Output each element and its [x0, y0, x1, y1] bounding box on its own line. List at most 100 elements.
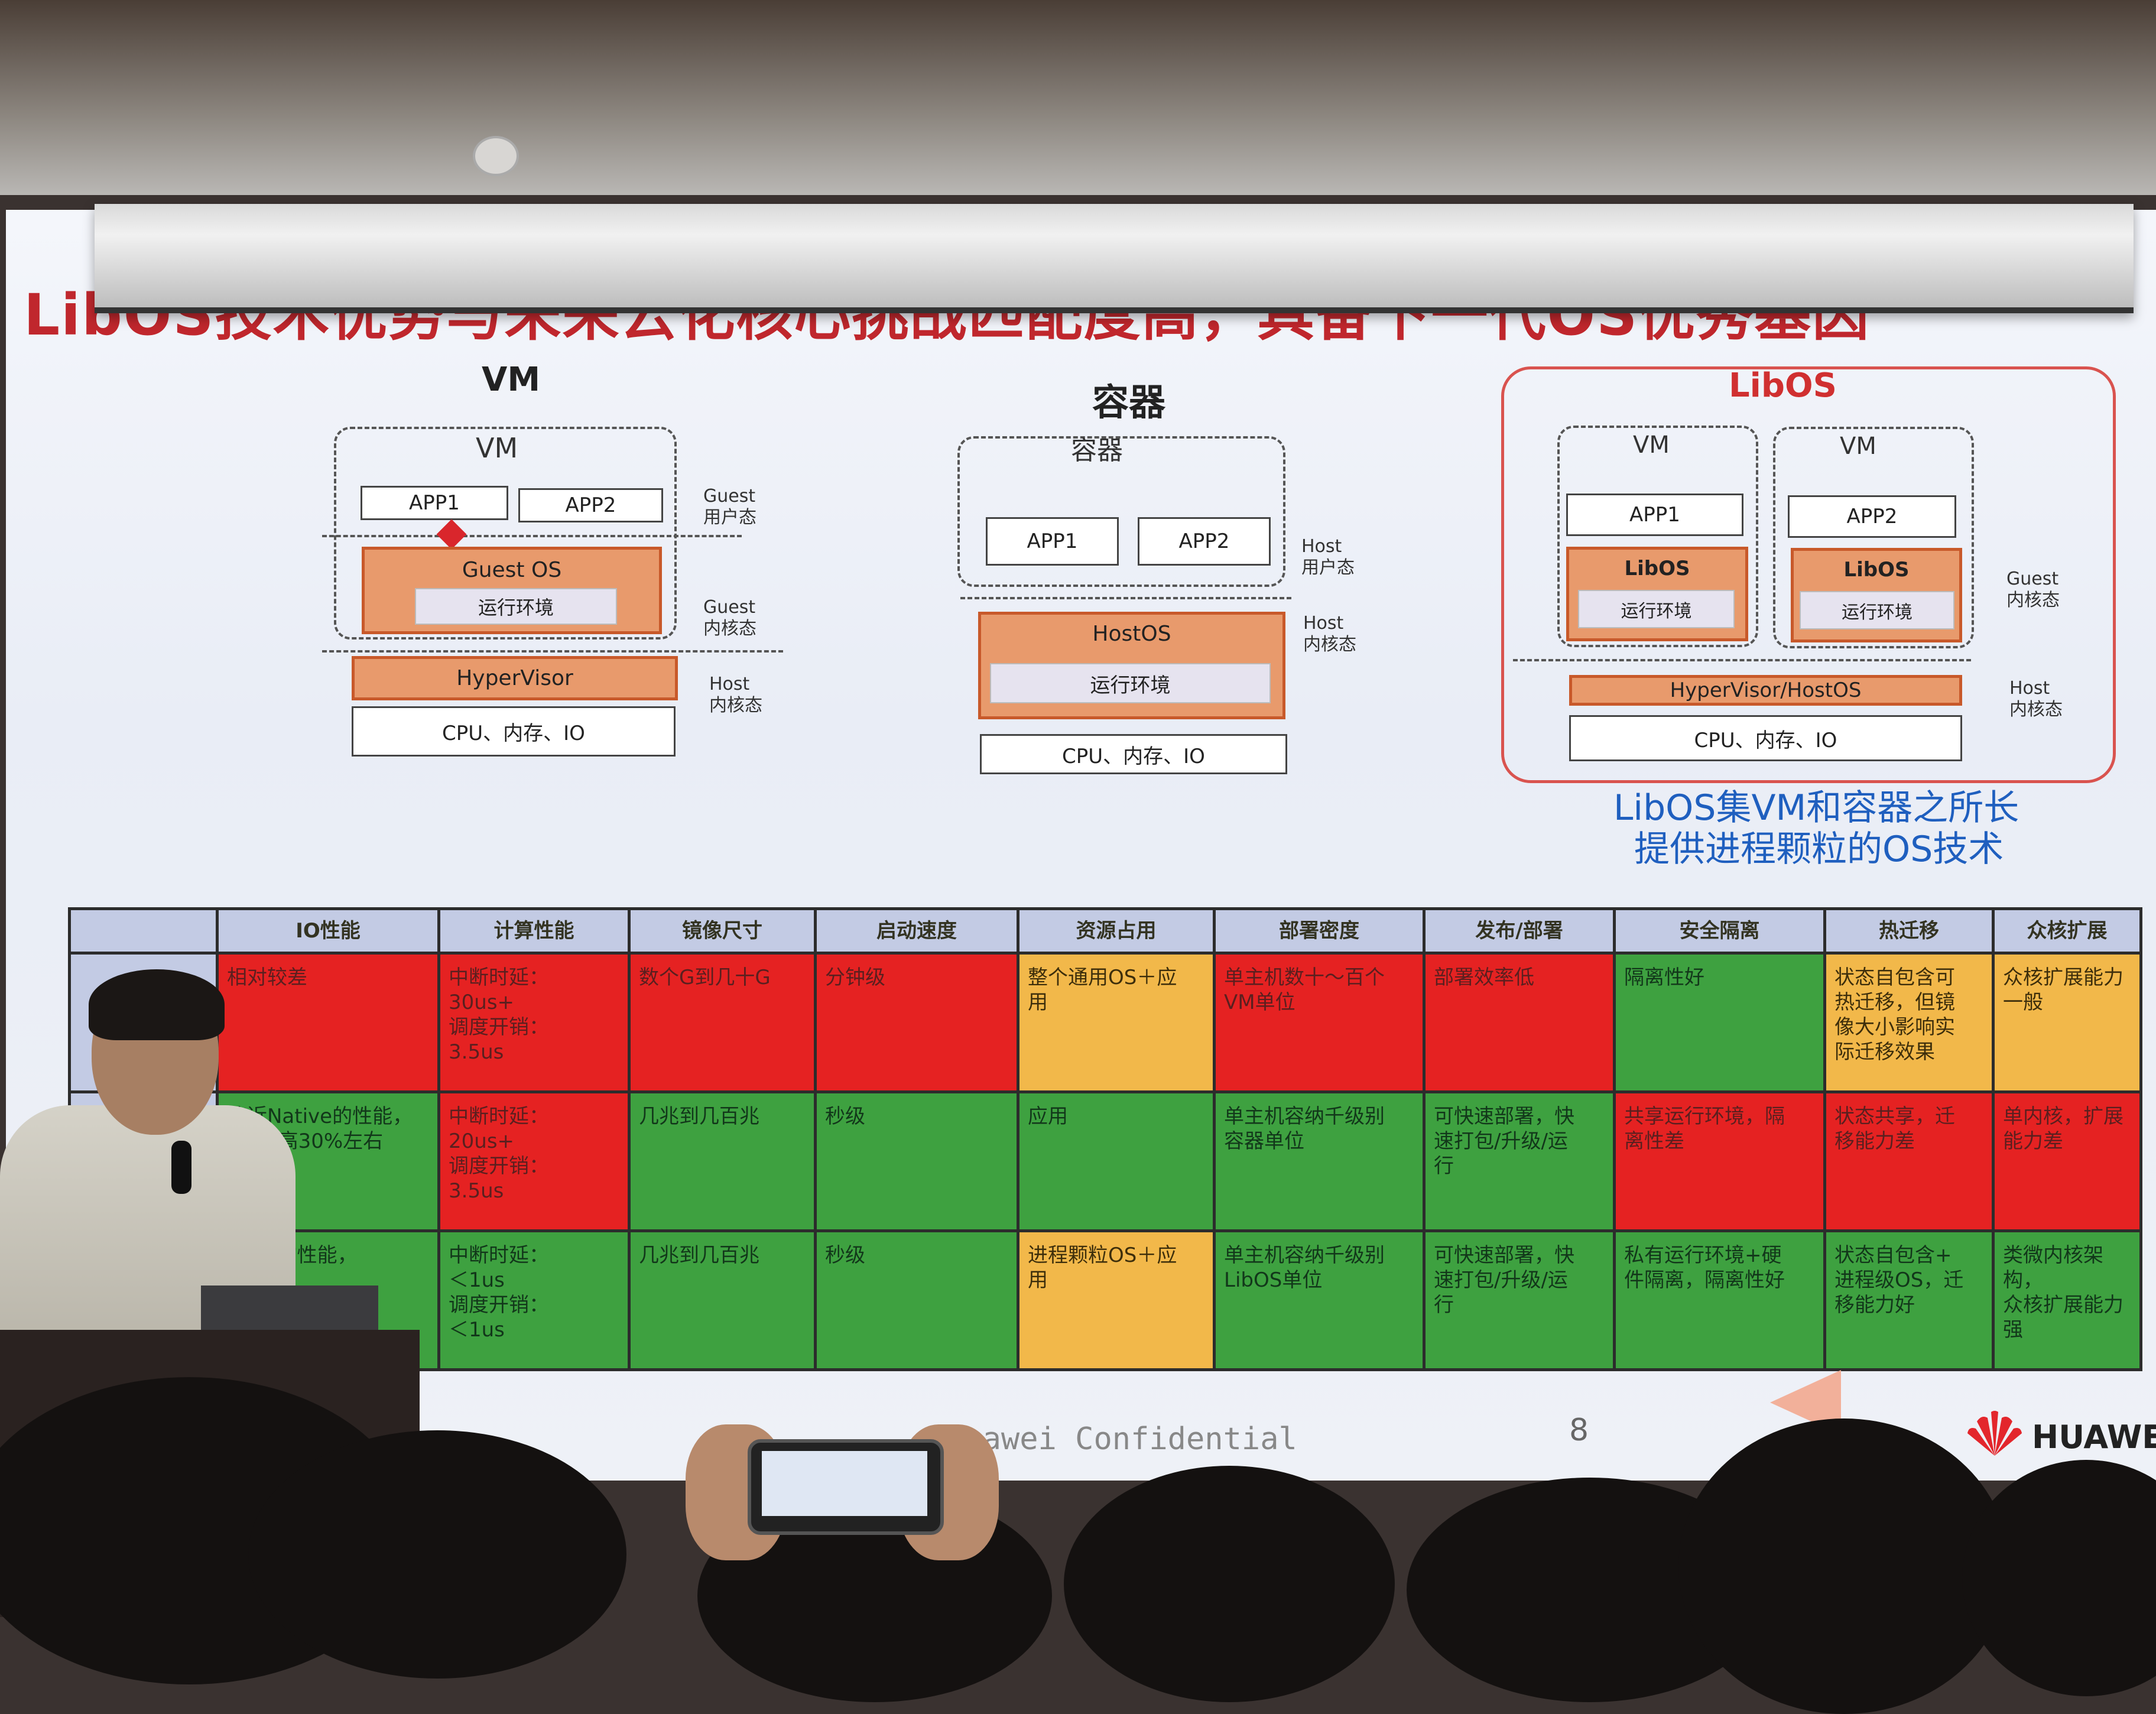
brand-name: HUAWEI — [2032, 1418, 2156, 1456]
table-cell: 秒级 — [814, 1229, 1019, 1371]
table-column-header: IO性能 — [216, 907, 440, 955]
ceiling-wall — [0, 0, 2156, 195]
table-column-header: 热迁移 — [1823, 907, 1995, 955]
libos-os2-label: LibOS — [1843, 558, 1910, 582]
vm-label-guest-user: Guest 用户态 — [703, 486, 756, 528]
table-cell: 共享运行环境，隔 离性差 — [1613, 1090, 1826, 1232]
vm-heading: VM — [482, 361, 541, 399]
table-cell: 单主机容纳千级别 LibOS单位 — [1213, 1229, 1426, 1371]
container-label-host-user: Host 用户态 — [1301, 536, 1355, 578]
table-cell: 状态共享，迁 移能力差 — [1823, 1090, 1995, 1232]
table-cell: 可快速部署，快 速打包/升级/运 行 — [1423, 1229, 1616, 1371]
libos-guest-host-divider — [1513, 659, 1971, 661]
table-cell: 进程颗粒OS＋应 用 — [1017, 1229, 1216, 1371]
table-cell: 状态自包含+ 进程级OS，迁 移能力好 — [1823, 1229, 1995, 1371]
libos-label-guest-kernel: Guest 内核态 — [2006, 569, 2060, 611]
microphone-icon — [171, 1141, 191, 1194]
vm-hypervisor: HyperVisor — [352, 656, 678, 700]
ceiling-sprinkler — [473, 136, 519, 176]
table-cell: 整个通用OS＋应 用 — [1017, 952, 1216, 1093]
container-user-kernel-divider — [960, 597, 1291, 599]
table-cell: 中断时延： 30us+ 调度开销： 3.5us — [437, 952, 631, 1093]
vm-guest-host-divider — [322, 650, 783, 653]
table-cell: 可快速部署，快 速打包/升级/运 行 — [1423, 1090, 1616, 1232]
table-column-header: 启动速度 — [814, 907, 1019, 955]
container-hardware: CPU、内存、IO — [980, 734, 1287, 774]
libos-tagline-2: 提供进程颗粒的OS技术 — [1634, 829, 2004, 870]
audience-head-edge — [1962, 1460, 2156, 1696]
vm-hardware: CPU、内存、IO — [352, 706, 676, 757]
table-column-header: 镜像尺寸 — [628, 907, 817, 955]
vm-runtime: 运行环境 — [415, 588, 617, 625]
libos-runtime2: 运行环境 — [1800, 591, 1954, 629]
libos-hypervisor: HyperVisor/HostOS — [1569, 675, 1962, 706]
libos-vm2-title: VM — [1840, 433, 1876, 460]
vm-guest-os-label: Guest OS — [462, 558, 562, 582]
table-cell: 分钟级 — [814, 952, 1019, 1093]
container-app1: APP1 — [986, 517, 1119, 566]
slide-page-number: 8 — [1569, 1413, 1589, 1448]
slide-footer: Huawei Confidential — [946, 1421, 1297, 1457]
vm-user-kernel-divider — [322, 535, 742, 537]
table-cell: 类微内核架构， 众核扩展能力 强 — [1992, 1229, 2142, 1371]
table-cell: 单主机容纳千级别 容器单位 — [1213, 1090, 1426, 1232]
vm-app1: APP1 — [361, 486, 508, 520]
audience-phone — [748, 1439, 944, 1535]
table-cell: 单主机数十～百个 VM单位 — [1213, 952, 1426, 1093]
table-cell: 私有运行环境+硬 件隔离，隔离性好 — [1613, 1229, 1826, 1371]
table-cell: 状态自包含可 热迁移，但镜 像大小影响实 际迁移效果 — [1823, 952, 1995, 1093]
screen-roller-bar — [95, 204, 2134, 313]
libos-hardware: CPU、内存、IO — [1569, 715, 1962, 761]
table-cell: 几兆到几百兆 — [628, 1090, 817, 1232]
table-column-header: 资源占用 — [1017, 907, 1216, 955]
laptop — [201, 1286, 378, 1333]
table-column-header: 众核扩展 — [1992, 907, 2142, 955]
table-cell: 相对较差 — [216, 952, 440, 1093]
container-heading: 容器 — [1092, 381, 1166, 424]
table-cell: 单内核，扩展 能力差 — [1992, 1090, 2142, 1232]
libos-vm1-frame — [1557, 426, 1758, 647]
table-column-header: 安全隔离 — [1613, 907, 1826, 955]
container-runtime: 运行环境 — [990, 663, 1271, 703]
table-cell: 几兆到几百兆 — [628, 1229, 817, 1371]
vm-label-guest-kernel: Guest 内核态 — [703, 597, 756, 639]
presenter-hair — [89, 969, 225, 1040]
table-column-header: 发布/部署 — [1423, 907, 1616, 955]
audience-head-2 — [248, 1430, 626, 1679]
table-cell: 应用 — [1017, 1090, 1216, 1232]
container-label-host-kernel: Host 内核态 — [1303, 613, 1356, 655]
libos-runtime1: 运行环境 — [1578, 590, 1735, 628]
table-cell: 中断时延： 20us+ 调度开销： 3.5us — [437, 1090, 631, 1232]
table-cell: 中断时延： ＜1us 调度开销： ＜1us — [437, 1229, 631, 1371]
table-corner-header — [68, 907, 219, 955]
table-cell: 部署效率低 — [1423, 952, 1616, 1093]
libos-app2: APP2 — [1788, 495, 1956, 538]
audience-head-4 — [1064, 1466, 1395, 1702]
vm-app2: APP2 — [518, 488, 663, 522]
container-host-os-label: HostOS — [1092, 622, 1171, 646]
libos-os1-label: LibOS — [1624, 557, 1690, 580]
libos-app1: APP1 — [1566, 494, 1743, 536]
table-cell: 隔离性好 — [1613, 952, 1826, 1093]
libos-label-host-kernel: Host 内核态 — [2009, 678, 2063, 720]
table-column-header: 计算性能 — [437, 907, 631, 955]
audience-phone-screen — [762, 1451, 927, 1516]
table-cell: 众核扩展能力 一般 — [1992, 952, 2142, 1093]
table-row: 接近Native的性能， 较VM高30%左右中断时延： 20us+ 调度开销： … — [68, 1090, 2142, 1232]
container-inner-title: 容器 — [1071, 436, 1123, 466]
container-frame — [957, 436, 1285, 587]
audience-head-right — [1678, 1418, 2009, 1714]
table-header-row: IO性能计算性能镜像尺寸启动速度资源占用部署密度发布/部署安全隔离热迁移众核扩展 — [68, 907, 2142, 955]
libos-vm1-title: VM — [1633, 431, 1670, 459]
table-cell: 数个G到几十G — [628, 952, 817, 1093]
vm-guest-frame — [334, 427, 677, 639]
vm-label-host-kernel: Host 内核态 — [709, 674, 762, 716]
table-cell: 秒级 — [814, 1090, 1019, 1232]
libos-frame — [1501, 366, 2116, 783]
vm-inner-title: VM — [476, 432, 518, 464]
container-app2: APP2 — [1138, 517, 1271, 566]
libos-vm2-frame — [1773, 427, 1974, 648]
libos-heading: LibOS — [1729, 366, 1837, 405]
comparison-table: IO性能计算性能镜像尺寸启动速度资源占用部署密度发布/部署安全隔离热迁移众核扩展… — [68, 907, 2142, 1371]
